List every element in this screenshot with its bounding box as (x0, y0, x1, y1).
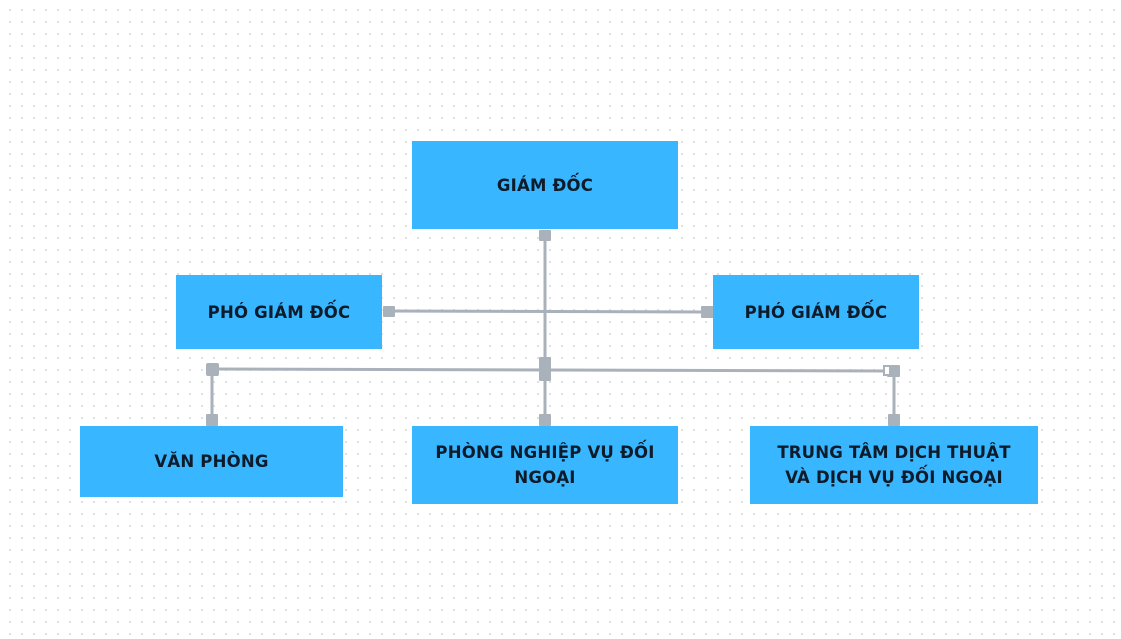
handle-bus-center[interactable] (539, 357, 551, 381)
node-office-label: VĂN PHÒNG (154, 452, 269, 471)
handle-office-top[interactable] (206, 414, 218, 426)
node-translation-center-label: TRUNG TÂM DỊCH THUẬT VÀ DỊCH VỤ ĐỐI NGOẠ… (777, 443, 1011, 487)
node-foreign-affairs-department[interactable]: PHÒNG NGHIỆP VỤ ĐỐI NGOẠI (412, 426, 678, 504)
connector-departments-bus (212, 367, 895, 373)
node-deputy-right-label: PHÓ GIÁM ĐỐC (744, 302, 888, 322)
node-deputy-director-right[interactable]: PHÓ GIÁM ĐỐC (713, 275, 919, 349)
node-director[interactable]: GIÁM ĐỐC (412, 141, 678, 229)
connector-deputies (387, 309, 708, 314)
node-translation-center[interactable]: TRUNG TÂM DỊCH THUẬT VÀ DỊCH VỤ ĐỐI NGOẠ… (750, 426, 1038, 504)
node-deputy-director-left[interactable]: PHÓ GIÁM ĐỐC (176, 275, 382, 349)
node-director-label: GIÁM ĐỐC (496, 175, 594, 195)
handle-deputy-right[interactable] (701, 306, 714, 318)
handle-bus-right-inner (883, 365, 891, 376)
node-foreign-affairs-label: PHÒNG NGHIỆP VỤ ĐỐI NGOẠI (435, 443, 655, 487)
handle-director-bottom[interactable] (539, 230, 551, 241)
handle-bus-left[interactable] (206, 363, 219, 376)
handle-translation-top[interactable] (888, 414, 900, 426)
node-office[interactable]: VĂN PHÒNG (80, 426, 343, 497)
handle-deputy-left[interactable] (383, 306, 395, 317)
handle-foreign-affairs-top[interactable] (539, 414, 551, 426)
node-deputy-left-label: PHÓ GIÁM ĐỐC (207, 302, 351, 322)
